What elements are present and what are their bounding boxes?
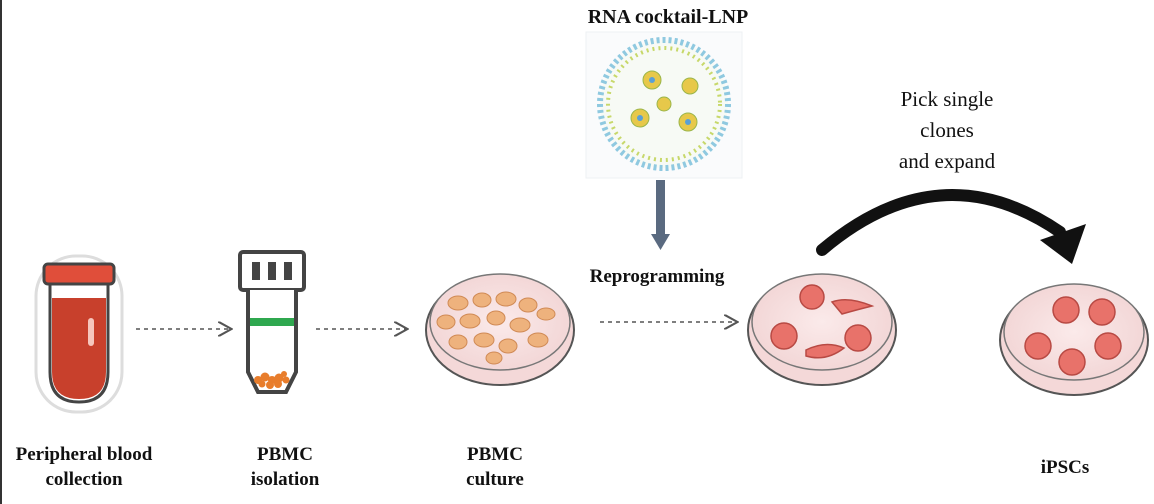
step-label-isolation-line1: PBMC [257, 444, 313, 465]
curved-arrow [816, 189, 1086, 264]
pbmc-tube-icon [238, 250, 306, 394]
blood-tube-icon [34, 254, 124, 414]
pick-line-3: and expand [898, 149, 996, 173]
step-label-culture: PBMC culture [430, 442, 560, 492]
pick-clones-label: Pick single clones and expand [862, 84, 1032, 177]
pick-line-1: Pick single [900, 87, 994, 111]
step-label-isolation-line2: isolation [250, 469, 320, 490]
pick-line-2: clones [920, 118, 974, 142]
step-label-isolation: PBMC isolation [220, 442, 350, 492]
culture-dish-icon [425, 273, 575, 386]
step-label-culture-line1: PBMC [467, 444, 523, 465]
down-arrow [651, 180, 670, 250]
step-label-ipsc: iPSCs [1010, 455, 1120, 480]
reprogramming-label: Reprogramming [589, 266, 725, 287]
step-label-blood-line2: collection [45, 469, 123, 490]
step-label-ipsc-line1: iPSCs [1040, 457, 1090, 478]
step-label-culture-line2: culture [466, 469, 524, 490]
ipsc-dish-icon [999, 283, 1149, 396]
step-label-blood: Peripheral blood collection [0, 442, 168, 492]
reprogramming-dish-icon [747, 273, 897, 386]
lnp-particle-icon [585, 31, 743, 179]
lnp-title: RNA cocktail-LNP [587, 6, 749, 28]
step-label-blood-line1: Peripheral blood [15, 444, 153, 465]
